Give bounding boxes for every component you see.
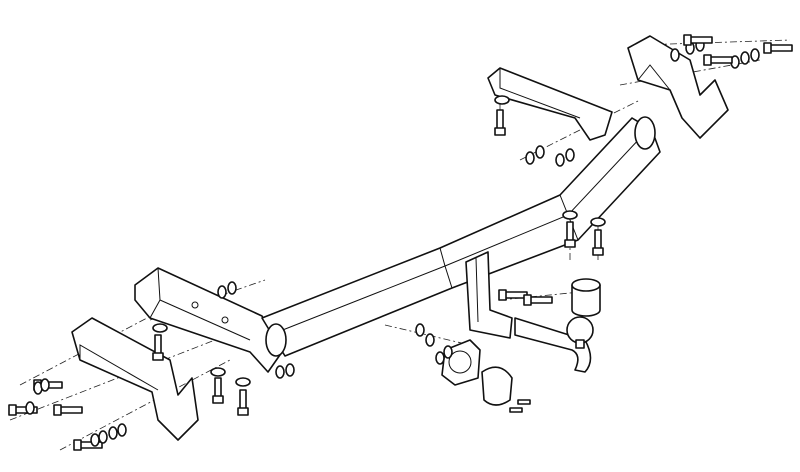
bolt-icon — [59, 406, 83, 414]
socket-seal — [481, 366, 513, 406]
washer-icon — [90, 433, 100, 447]
bolt-icon — [769, 44, 793, 52]
washer-icon — [152, 323, 168, 333]
washer-icon — [117, 423, 127, 437]
washer-icon — [535, 145, 545, 159]
washer-icon — [40, 378, 50, 392]
washer-icon — [562, 210, 578, 220]
washer-icon — [25, 401, 35, 415]
washer-icon — [494, 95, 510, 105]
washer-icon — [227, 281, 237, 295]
washer-icon — [443, 345, 453, 359]
bolt-icon — [529, 296, 553, 304]
washer-icon — [740, 51, 750, 65]
washer-icon — [217, 285, 227, 299]
washer-icon — [235, 377, 251, 387]
bolt-icon — [496, 109, 504, 131]
fastener-set — [8, 34, 793, 451]
washer-icon — [590, 217, 606, 227]
bolt-icon — [214, 377, 222, 399]
washer-icon — [285, 363, 295, 377]
bolt-icon — [709, 56, 733, 64]
washer-icon — [670, 48, 680, 62]
bolt-icon — [154, 334, 162, 356]
screw-icon — [509, 407, 523, 413]
washer-icon — [108, 426, 118, 440]
washer-icon — [415, 323, 425, 337]
tow-neck-mount — [465, 251, 513, 339]
bolt-icon — [566, 221, 574, 243]
washer-icon — [435, 351, 445, 365]
washer-icon — [750, 48, 760, 62]
left-side-plate — [71, 317, 199, 441]
washer-icon — [555, 153, 565, 167]
left-mounting-bracket — [134, 267, 283, 373]
washer-icon — [98, 430, 108, 444]
bolt-icon — [594, 229, 602, 251]
washer-icon — [275, 365, 285, 379]
washer-icon — [210, 367, 226, 377]
washer-icon — [525, 151, 535, 165]
washer-icon — [425, 333, 435, 347]
screw-icon — [517, 399, 531, 405]
ball-cover — [571, 278, 601, 317]
washer-icon — [565, 148, 575, 162]
center-lines — [9, 39, 791, 451]
bolt-icon — [689, 36, 713, 44]
bolt-icon — [239, 389, 247, 411]
cross-beam — [261, 116, 661, 357]
right-mounting-bracket — [487, 67, 613, 141]
tow-ball — [566, 316, 594, 344]
tow-ball-arm — [514, 316, 594, 373]
